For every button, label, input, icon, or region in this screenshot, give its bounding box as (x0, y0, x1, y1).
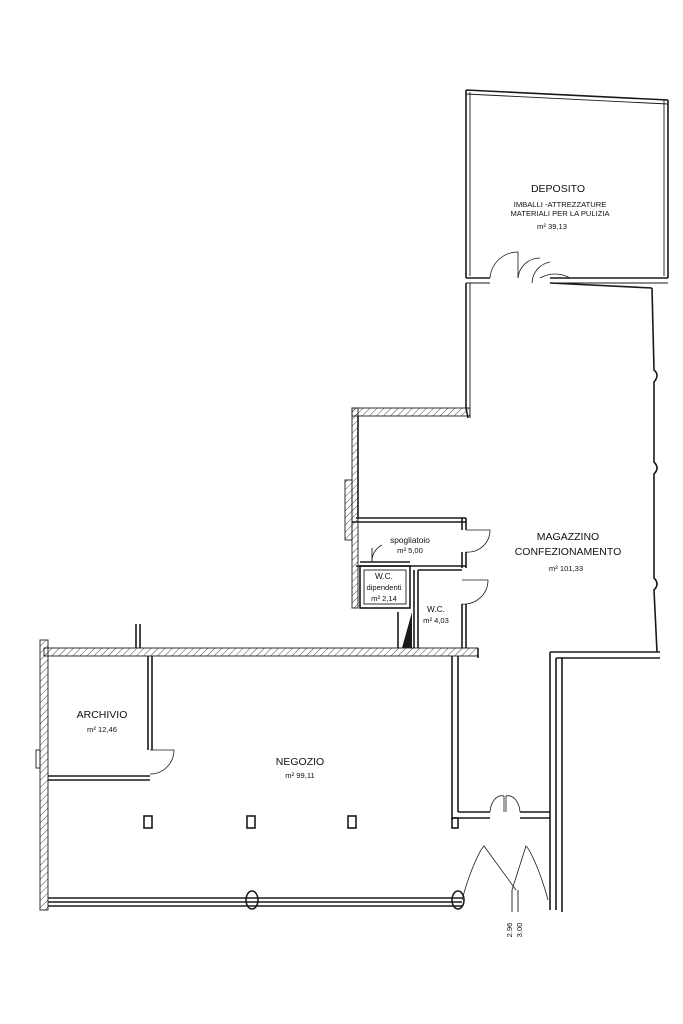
pillar (246, 815, 256, 829)
service-block-walls: spogliatoio m² 5,00 W.C. dipendenti m² 2… (344, 407, 491, 648)
magazzino-label: MAGAZZINO (537, 531, 599, 543)
negozio-label: NEGOZIO (276, 756, 324, 768)
wc-label: W.C. (427, 604, 445, 614)
technical-shaft (402, 612, 412, 648)
dimension-3-00: 3.00 (515, 923, 524, 938)
pillar (143, 815, 153, 829)
deposito-area: m² 39,13 (537, 222, 567, 231)
deposito-sub-1: IMBALLI -ATTREZZATURE (514, 200, 607, 209)
wc-dipendenti-label: W.C. (375, 571, 393, 581)
archivio-area: m² 12,46 (87, 725, 117, 734)
wc-dipendenti-sub: dipendenti (366, 583, 401, 592)
deposito-double-door (489, 251, 571, 284)
magazzino-sub: CONFEZIONAMENTO (515, 546, 622, 558)
pillar (347, 815, 357, 829)
archivio-room: ARCHIVIO m² 12,46 (48, 656, 175, 781)
deposito-label: DEPOSITO (531, 183, 585, 195)
wc-dipendenti-area: m² 2,14 (371, 594, 397, 603)
spogliatoio-label: spogliatoio (390, 535, 430, 545)
wc-area: m² 4,03 (423, 616, 449, 625)
negozio-internal-door (489, 795, 521, 813)
spogliatoio-area: m² 5,00 (397, 546, 423, 555)
entrance-double-door (461, 845, 549, 912)
facade-column (451, 890, 465, 910)
facade-column (245, 890, 259, 910)
dimension-2-96: 2.96 (505, 923, 514, 938)
magazzino-area: m² 101,33 (549, 564, 583, 573)
archivio-label: ARCHIVIO (77, 709, 128, 721)
deposito-room: DEPOSITO IMBALLI -ATTREZZATURE MATERIALI… (465, 89, 669, 284)
negozio-room: 2.96 3.00 NEGOZIO m² 99,11 (35, 624, 550, 938)
magazzino-room: MAGAZZINO CONFEZIONAMENTO m² 101,33 (465, 282, 660, 912)
negozio-area: m² 99,11 (285, 771, 314, 780)
deposito-sub-2: MATERIALI PER LA PULIZIA (510, 209, 610, 218)
